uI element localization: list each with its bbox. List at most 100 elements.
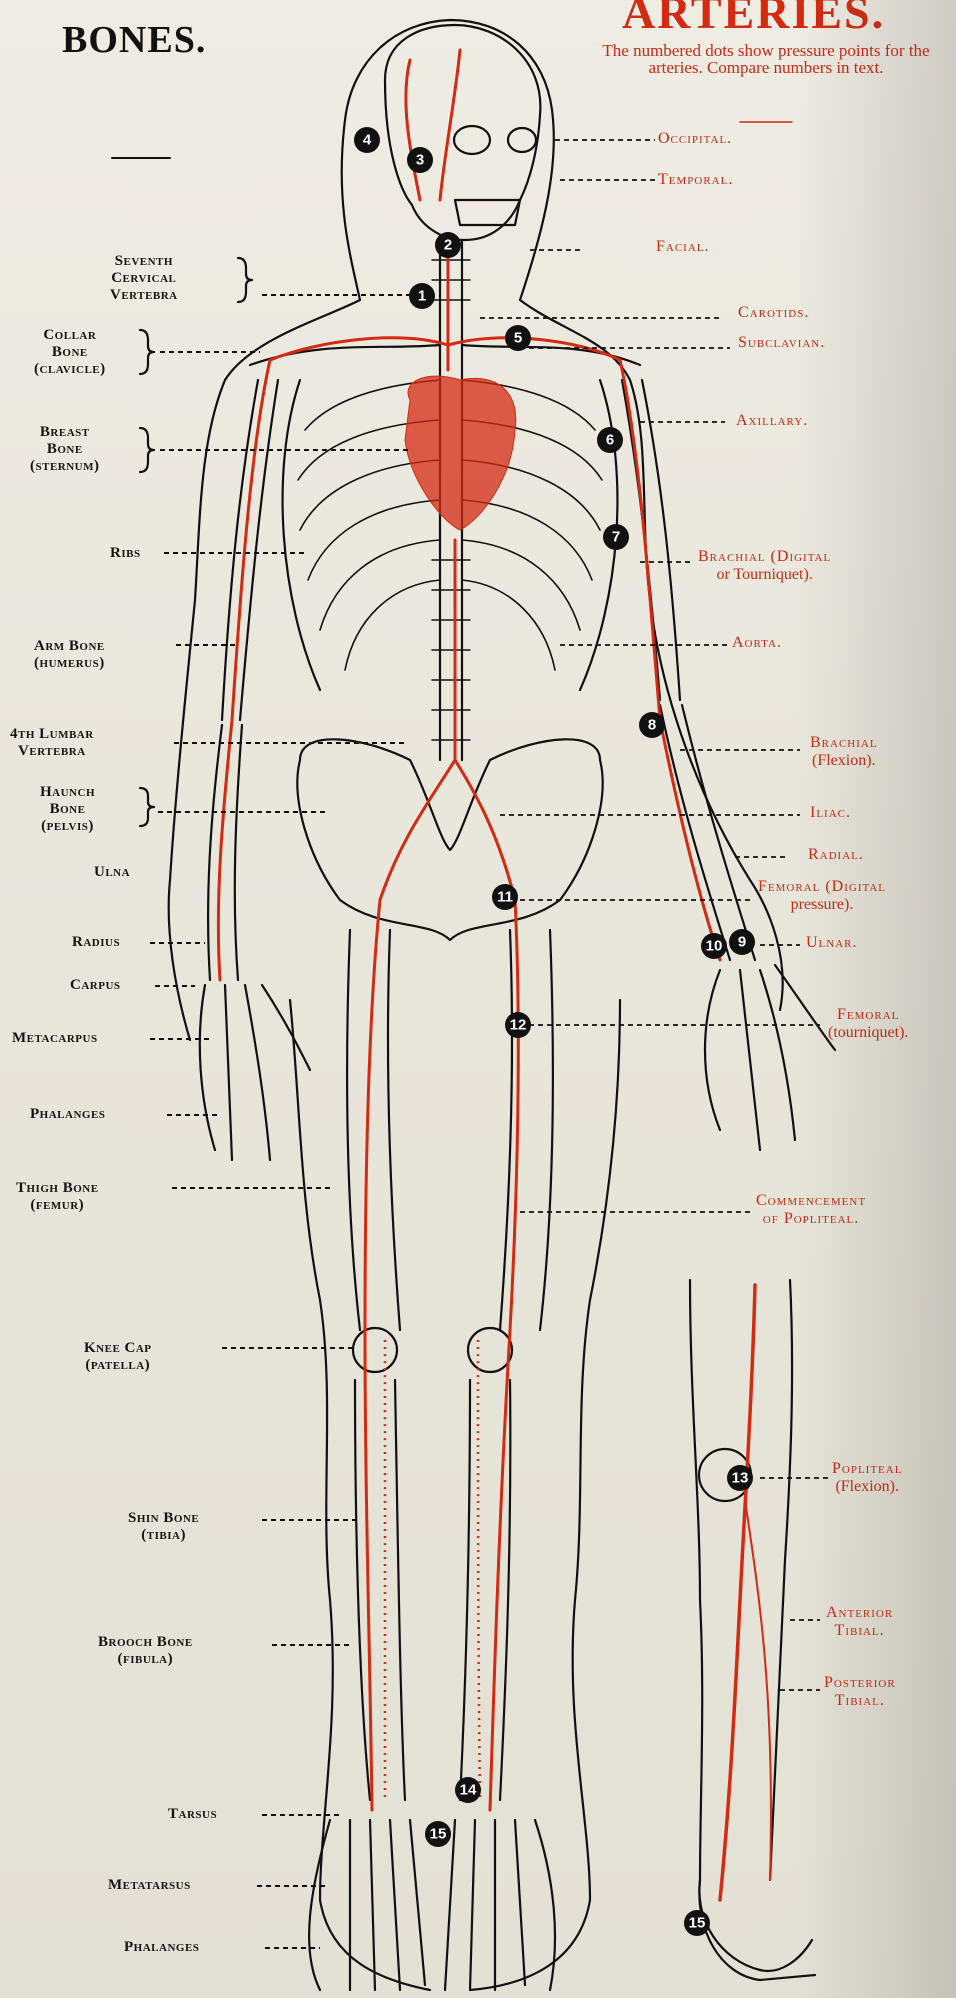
label-thigh-bone: Thigh Bone(femur) — [16, 1180, 99, 1214]
svg-text:11: 11 — [497, 889, 513, 906]
label-facial: Facial. — [656, 238, 710, 256]
iliac-path — [380, 760, 515, 900]
foot-left — [309, 1820, 425, 1990]
pressure-point-7: 7 — [603, 524, 629, 550]
heart — [405, 376, 516, 530]
label-brooch-bone: Brooch Bone(fibula) — [98, 1634, 193, 1668]
brace-seventh-cervical — [238, 258, 252, 302]
inset-foot — [699, 1880, 815, 1980]
label-4th-lumbar: 4th LumbarVertebra — [10, 726, 94, 760]
foot-right — [445, 1820, 555, 1990]
svg-text:7: 7 — [612, 529, 620, 546]
svg-text:2: 2 — [444, 237, 452, 254]
eye-socket-right — [508, 128, 536, 152]
brace-collar-bone — [140, 330, 154, 374]
svg-text:10: 10 — [706, 938, 723, 955]
label-occipital: Occipital. — [658, 130, 732, 148]
label-radius: Radius — [72, 934, 120, 951]
pressure-point-6: 6 — [597, 427, 623, 453]
label-metacarpus: Metacarpus — [12, 1030, 98, 1047]
pressure-point-3: 3 — [407, 147, 433, 173]
pressure-point-8: 8 — [639, 712, 665, 738]
label-haunch-bone: HaunchBone(pelvis) — [40, 784, 95, 835]
svg-text:4: 4 — [363, 132, 372, 149]
pressure-point-4: 4 — [354, 127, 380, 153]
inset-artery — [720, 1285, 755, 1900]
label-phalanges-foot: Phalanges — [124, 1939, 199, 1956]
humerus-left — [222, 380, 278, 720]
svg-text:13: 13 — [732, 1470, 749, 1487]
intro-text: The numbered dots show pressure points f… — [586, 42, 946, 76]
patella-left — [353, 1328, 397, 1372]
label-commencement-popliteal: Commencementof Popliteal. — [756, 1192, 866, 1228]
pressure-point-9: 9 — [729, 929, 755, 955]
label-carpus: Carpus — [70, 977, 121, 994]
brace-haunch-bone — [140, 788, 154, 826]
femoral-left — [365, 900, 380, 1810]
label-aorta: Aorta. — [732, 634, 782, 652]
hand-right — [705, 965, 835, 1150]
pressure-point-13: 13 — [727, 1465, 753, 1491]
svg-text:15: 15 — [430, 1826, 447, 1843]
label-arm-bone: Arm Bone(humerus) — [34, 638, 105, 672]
hand-left — [200, 985, 310, 1160]
label-ulnar: Ulnar. — [806, 934, 858, 952]
eye-socket-left — [454, 126, 490, 154]
jaw — [455, 200, 520, 225]
label-femoral-tourniquet: Femoral(tourniquet). — [828, 1006, 908, 1042]
label-phalanges-hand: Phalanges — [30, 1106, 105, 1123]
label-ulna: Ulna — [94, 864, 130, 881]
bone-leaders — [150, 295, 422, 1948]
brace-breast-bone — [140, 428, 154, 472]
label-brachial-flexion: Brachial(Flexion). — [810, 734, 878, 770]
label-popliteal-flexion: Popliteal(Flexion). — [832, 1460, 902, 1496]
pressure-point-5: 5 — [505, 325, 531, 351]
temporal-path — [406, 50, 460, 200]
pressure-point-14: 14 — [455, 1777, 481, 1803]
label-tarsus: Tarsus — [168, 1806, 217, 1823]
svg-text:1: 1 — [418, 288, 426, 305]
svg-text:8: 8 — [648, 717, 656, 734]
brachial-path-right — [620, 360, 720, 960]
label-knee-cap: Knee Cap(patella) — [84, 1340, 152, 1374]
forearm-left — [208, 725, 242, 980]
svg-text:3: 3 — [416, 152, 424, 169]
title-arteries: ARTERIES. — [622, 0, 885, 39]
svg-text:5: 5 — [514, 330, 522, 347]
pressure-point-10: 10 — [701, 933, 727, 959]
svg-text:15: 15 — [689, 1915, 706, 1932]
pressure-point-12: 12 — [505, 1012, 531, 1038]
label-carotids: Carotids. — [738, 304, 809, 322]
pressure-point-1: 1 — [409, 283, 435, 309]
label-iliac: Iliac. — [810, 804, 851, 822]
svg-text:9: 9 — [738, 934, 746, 951]
title-bones: BONES. — [62, 18, 206, 62]
inset-artery-branch — [745, 1500, 771, 1880]
svg-text:6: 6 — [606, 432, 614, 449]
body-outline — [169, 20, 783, 1990]
svg-text:14: 14 — [460, 1782, 477, 1799]
tibia-left — [355, 1380, 405, 1800]
label-subclavian: Subclavian. — [738, 334, 825, 352]
pressure-point-15b: 15 — [684, 1910, 710, 1936]
label-axillary: Axillary. — [736, 412, 808, 430]
pressure-point-15a: 15 — [425, 1821, 451, 1847]
arteries — [218, 50, 771, 1900]
pressure-point-11: 11 — [492, 884, 518, 910]
femur-right — [500, 930, 553, 1330]
label-metatarsus: Metatarsus — [108, 1877, 191, 1894]
label-radial: Radial. — [808, 846, 864, 864]
patella-right — [468, 1328, 512, 1372]
label-ribs: Ribs — [110, 545, 141, 562]
label-shin-bone: Shin Bone(tibia) — [128, 1510, 199, 1544]
pressure-point-2: 2 — [435, 232, 461, 258]
svg-text:12: 12 — [510, 1017, 527, 1034]
